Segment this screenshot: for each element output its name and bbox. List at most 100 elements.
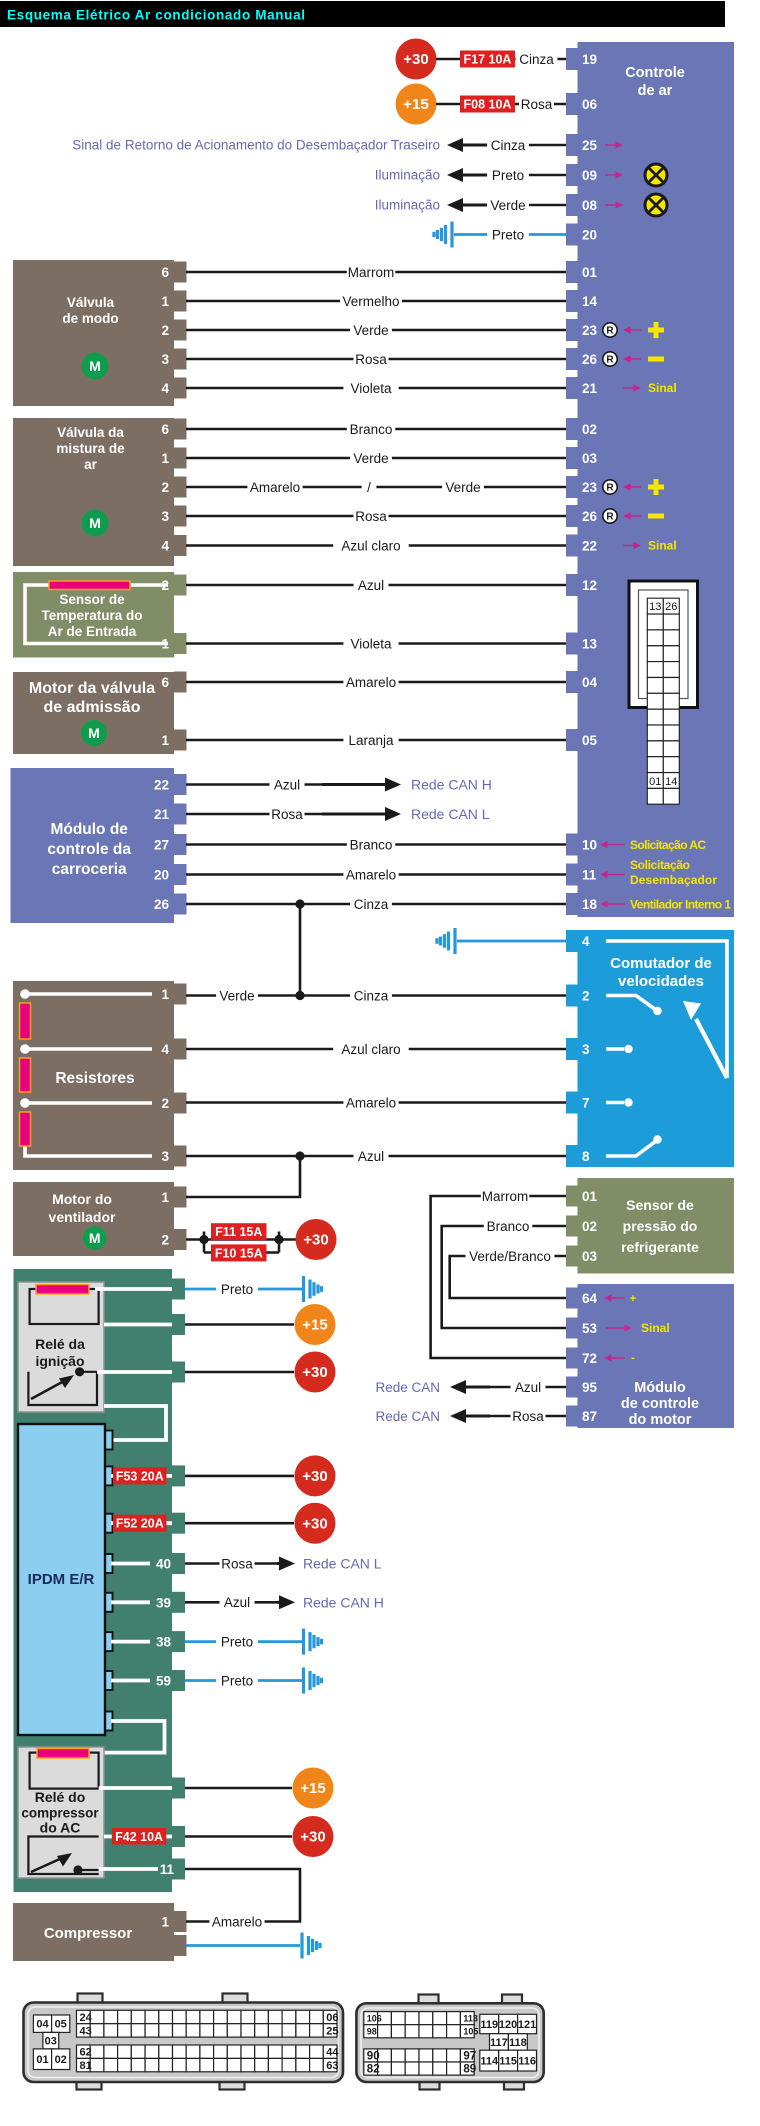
svg-text:R: R — [606, 355, 614, 366]
svg-text:IPDM E/R: IPDM E/R — [28, 1571, 95, 1588]
svg-text:Preto: Preto — [492, 168, 524, 183]
svg-text:Iluminação: Iluminação — [375, 168, 440, 183]
svg-text:02: 02 — [582, 422, 597, 437]
svg-text:24: 24 — [80, 2012, 93, 2024]
svg-text:Rede CAN: Rede CAN — [375, 1380, 440, 1395]
svg-text:Branco: Branco — [487, 1219, 530, 1234]
svg-text:119: 119 — [480, 2019, 498, 2031]
svg-text:Rede CAN L: Rede CAN L — [411, 806, 490, 822]
svg-text:Azul claro: Azul claro — [341, 1042, 400, 1057]
svg-text:Rede CAN H: Rede CAN H — [303, 1594, 384, 1610]
svg-text:87: 87 — [582, 1409, 597, 1424]
svg-text:Marrom: Marrom — [482, 1189, 529, 1204]
svg-text:de ar: de ar — [638, 83, 673, 99]
svg-text:115: 115 — [499, 2056, 517, 2068]
svg-text:59: 59 — [156, 1674, 171, 1689]
svg-text:01: 01 — [582, 1189, 598, 1204]
svg-text:Verde: Verde — [219, 988, 254, 1003]
svg-text:mistura de: mistura de — [56, 441, 125, 456]
svg-text:Azul claro: Azul claro — [341, 538, 400, 553]
svg-text:-: - — [631, 1352, 635, 1364]
svg-text:Amarelo: Amarelo — [346, 867, 396, 882]
svg-text:22: 22 — [582, 539, 597, 554]
svg-text:Branco: Branco — [350, 422, 393, 437]
svg-text:Esquema Elétrico Ar condiciona: Esquema Elétrico Ar condicionado Manual — [7, 8, 305, 23]
svg-text:F52 20A: F52 20A — [116, 1517, 164, 1531]
svg-text:do motor: do motor — [629, 1412, 692, 1428]
svg-text:F11 15A: F11 15A — [215, 1225, 262, 1239]
svg-text:Preto: Preto — [492, 227, 524, 242]
svg-text:Verde: Verde — [490, 198, 525, 213]
svg-text:64: 64 — [582, 1291, 598, 1306]
svg-text:1: 1 — [161, 1915, 169, 1930]
svg-text:03: 03 — [582, 1249, 598, 1264]
svg-text:6: 6 — [161, 675, 169, 690]
svg-text:R: R — [606, 483, 614, 494]
svg-text:Ar de Entrada: Ar de Entrada — [48, 624, 137, 639]
svg-text:controle da: controle da — [47, 841, 131, 858]
svg-text:Rosa: Rosa — [271, 807, 303, 822]
svg-text:44: 44 — [326, 2047, 339, 2059]
svg-text:09: 09 — [582, 168, 597, 183]
svg-text:Sinal: Sinal — [648, 381, 677, 395]
svg-text:F10 15A: F10 15A — [215, 1246, 263, 1260]
svg-text:do AC: do AC — [40, 1820, 81, 1836]
svg-text:Amarelo: Amarelo — [212, 1914, 262, 1929]
svg-text:121: 121 — [518, 2019, 536, 2031]
svg-text:Temperatura do: Temperatura do — [41, 608, 142, 623]
svg-text:4: 4 — [161, 539, 169, 554]
svg-text:26: 26 — [665, 601, 677, 613]
svg-text:95: 95 — [582, 1380, 598, 1395]
svg-text:90: 90 — [367, 2051, 380, 2063]
svg-text:38: 38 — [156, 1635, 172, 1650]
svg-text:compressor: compressor — [21, 1806, 99, 1821]
svg-text:Sinal: Sinal — [641, 1321, 670, 1335]
svg-text:pressão do: pressão do — [623, 1218, 698, 1234]
svg-text:02: 02 — [582, 1219, 597, 1234]
svg-text:6: 6 — [161, 422, 169, 437]
svg-text:+: + — [630, 1293, 636, 1305]
svg-text:4: 4 — [582, 934, 590, 949]
svg-text:04: 04 — [582, 675, 598, 690]
svg-text:26: 26 — [582, 352, 598, 367]
svg-text:117: 117 — [490, 2037, 508, 2049]
svg-text:Sinal: Sinal — [648, 539, 677, 553]
svg-text:Resistores: Resistores — [55, 1070, 134, 1087]
svg-text:7: 7 — [582, 1096, 590, 1111]
svg-text:Violeta: Violeta — [350, 636, 392, 651]
svg-text:Azul: Azul — [224, 1595, 250, 1610]
svg-text:Módulo: Módulo — [634, 1380, 686, 1396]
svg-text:23: 23 — [582, 323, 598, 338]
svg-text:25: 25 — [326, 2025, 338, 2037]
svg-text:106: 106 — [367, 2013, 382, 2023]
svg-text:3: 3 — [161, 1149, 169, 1164]
svg-text:10: 10 — [582, 838, 597, 853]
svg-text:Rosa: Rosa — [512, 1409, 544, 1424]
svg-text:Motor da válvula: Motor da válvula — [29, 680, 155, 697]
svg-text:Amarelo: Amarelo — [346, 675, 396, 690]
svg-text:01: 01 — [36, 2054, 48, 2066]
svg-text:13: 13 — [649, 601, 661, 613]
svg-text:/: / — [367, 480, 371, 495]
svg-text:39: 39 — [156, 1595, 171, 1610]
svg-text:Preto: Preto — [221, 1673, 253, 1688]
svg-text:1: 1 — [161, 1190, 169, 1205]
svg-text:Rede CAN: Rede CAN — [375, 1409, 440, 1424]
svg-text:Laranja: Laranja — [348, 733, 394, 748]
svg-text:Rosa: Rosa — [521, 97, 553, 112]
svg-text:Rosa: Rosa — [221, 1556, 253, 1571]
svg-text:05: 05 — [582, 733, 598, 748]
svg-text:21: 21 — [582, 381, 598, 396]
svg-text:01: 01 — [582, 265, 598, 280]
svg-text:Verde: Verde — [353, 451, 388, 466]
svg-text:Rosa: Rosa — [355, 352, 387, 367]
svg-text:+30: +30 — [302, 1515, 327, 1532]
svg-text:26: 26 — [582, 509, 598, 524]
svg-text:1: 1 — [161, 451, 169, 466]
svg-text:3: 3 — [582, 1042, 590, 1057]
svg-text:Azul: Azul — [515, 1380, 541, 1395]
svg-text:19: 19 — [582, 52, 597, 67]
svg-text:+15: +15 — [300, 1780, 325, 1797]
svg-text:12: 12 — [582, 578, 597, 593]
svg-text:08: 08 — [582, 198, 598, 213]
